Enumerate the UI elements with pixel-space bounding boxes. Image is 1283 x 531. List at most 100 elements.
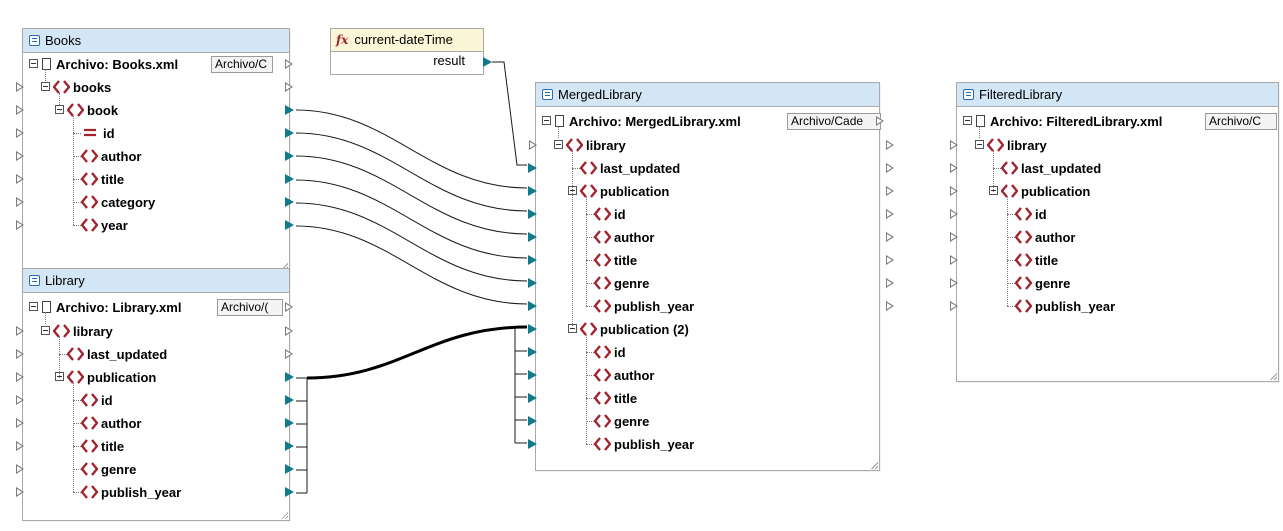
node-author[interactable]: author xyxy=(950,226,1278,249)
input-port[interactable] xyxy=(528,324,537,334)
input-port[interactable] xyxy=(528,393,537,403)
input-port[interactable] xyxy=(16,441,24,451)
input-port[interactable] xyxy=(16,372,24,382)
output-port[interactable] xyxy=(285,82,293,92)
output-port[interactable] xyxy=(285,487,294,497)
component-merged-library[interactable]: MergedLibrary Archivo: MergedLibrary.xml… xyxy=(528,82,894,471)
output-port[interactable] xyxy=(285,418,294,428)
output-port[interactable] xyxy=(886,209,894,219)
output-port[interactable] xyxy=(886,140,894,150)
component-filtered-library[interactable]: FilteredLibrary Archivo: FilteredLibrary… xyxy=(950,82,1279,382)
output-port[interactable] xyxy=(886,163,894,173)
input-port[interactable] xyxy=(16,487,24,497)
component-title-bar[interactable]: MergedLibrary xyxy=(536,83,879,107)
node-publication[interactable]: publication xyxy=(16,366,294,389)
output-port[interactable] xyxy=(285,349,293,359)
file-output-port[interactable] xyxy=(876,116,884,126)
output-port[interactable] xyxy=(886,255,894,265)
node-id[interactable]: id xyxy=(16,389,294,412)
node-last-updated[interactable]: last_updated xyxy=(528,157,894,180)
collapse-icon[interactable] xyxy=(29,302,38,311)
node-author[interactable]: author xyxy=(528,226,894,249)
node-title[interactable]: title xyxy=(16,435,294,458)
output-port[interactable] xyxy=(285,220,294,230)
input-port[interactable] xyxy=(950,186,958,196)
node-books[interactable]: books xyxy=(16,76,293,99)
node-last-updated[interactable]: last_updated xyxy=(950,157,1278,180)
node-library[interactable]: library xyxy=(529,134,894,157)
input-port[interactable] xyxy=(528,232,537,242)
input-port[interactable] xyxy=(528,370,537,380)
node-id[interactable]: id xyxy=(16,122,294,145)
collapse-icon[interactable] xyxy=(975,140,984,149)
node-author-2[interactable]: author xyxy=(528,364,879,387)
component-title-bar[interactable]: FilteredLibrary xyxy=(957,83,1278,107)
node-library[interactable]: library xyxy=(16,320,293,343)
node-publish-year[interactable]: publish_year xyxy=(528,295,894,318)
node-id[interactable]: id xyxy=(950,203,1278,226)
input-port[interactable] xyxy=(950,140,958,150)
input-port[interactable] xyxy=(528,278,537,288)
input-port[interactable] xyxy=(16,128,24,138)
node-title[interactable]: title xyxy=(950,249,1278,272)
node-publish-year[interactable]: publish_year xyxy=(950,295,1278,318)
output-port[interactable] xyxy=(886,186,894,196)
file-output-port[interactable] xyxy=(285,59,293,69)
node-library[interactable]: library xyxy=(950,134,1278,157)
input-port[interactable] xyxy=(16,174,24,184)
node-title[interactable]: title xyxy=(16,168,294,191)
input-port[interactable] xyxy=(528,186,537,196)
node-publish-year-2[interactable]: publish_year xyxy=(528,433,879,456)
component-books[interactable]: Books Archivo: Books.xml Archivo/C books… xyxy=(16,28,294,272)
output-port[interactable] xyxy=(285,441,294,451)
node-year[interactable]: year xyxy=(16,214,294,237)
file-type-button[interactable]: Archivo/Cade xyxy=(787,113,881,130)
resize-handle[interactable] xyxy=(871,462,878,469)
function-result-port[interactable] xyxy=(483,57,492,67)
collapse-icon[interactable] xyxy=(542,116,551,125)
node-publication-2[interactable]: publication (2) xyxy=(528,318,879,341)
output-port[interactable] xyxy=(285,372,294,382)
file-output-port[interactable] xyxy=(285,302,293,312)
node-publication[interactable]: publication xyxy=(528,180,894,203)
file-type-button[interactable]: Archivo/( xyxy=(217,299,283,316)
component-title-bar[interactable]: Books xyxy=(23,29,289,53)
input-port[interactable] xyxy=(528,301,537,311)
input-port[interactable] xyxy=(16,82,24,92)
input-port[interactable] xyxy=(950,163,958,173)
output-port[interactable] xyxy=(285,128,294,138)
node-genre[interactable]: genre xyxy=(528,272,894,295)
input-port[interactable] xyxy=(528,255,537,265)
node-last-updated[interactable]: last_updated xyxy=(16,343,293,366)
input-port[interactable] xyxy=(528,347,537,357)
node-title[interactable]: title xyxy=(528,249,894,272)
input-port[interactable] xyxy=(16,326,24,336)
node-genre[interactable]: genre xyxy=(16,458,294,481)
input-port[interactable] xyxy=(16,105,24,115)
collapse-icon[interactable] xyxy=(41,82,50,91)
collapse-icon[interactable] xyxy=(41,326,50,335)
output-port[interactable] xyxy=(285,326,293,336)
output-port[interactable] xyxy=(886,278,894,288)
node-genre[interactable]: genre xyxy=(950,272,1278,295)
output-port[interactable] xyxy=(285,197,294,207)
input-port[interactable] xyxy=(950,232,958,242)
node-category[interactable]: category xyxy=(16,191,294,214)
node-id-2[interactable]: id xyxy=(528,341,879,364)
resize-handle[interactable] xyxy=(281,512,288,519)
node-author[interactable]: author xyxy=(16,145,294,168)
input-port[interactable] xyxy=(16,395,24,405)
node-book[interactable]: book xyxy=(16,99,294,122)
input-port[interactable] xyxy=(16,349,24,359)
output-port[interactable] xyxy=(285,105,294,115)
input-port[interactable] xyxy=(950,278,958,288)
output-port[interactable] xyxy=(886,232,894,242)
component-library[interactable]: Library Archivo: Library.xml Archivo/( l… xyxy=(16,268,294,521)
input-port[interactable] xyxy=(528,163,537,173)
node-publication[interactable]: publication xyxy=(950,180,1278,203)
collapse-icon[interactable] xyxy=(554,140,563,149)
input-port[interactable] xyxy=(16,151,24,161)
node-id[interactable]: id xyxy=(528,203,894,226)
